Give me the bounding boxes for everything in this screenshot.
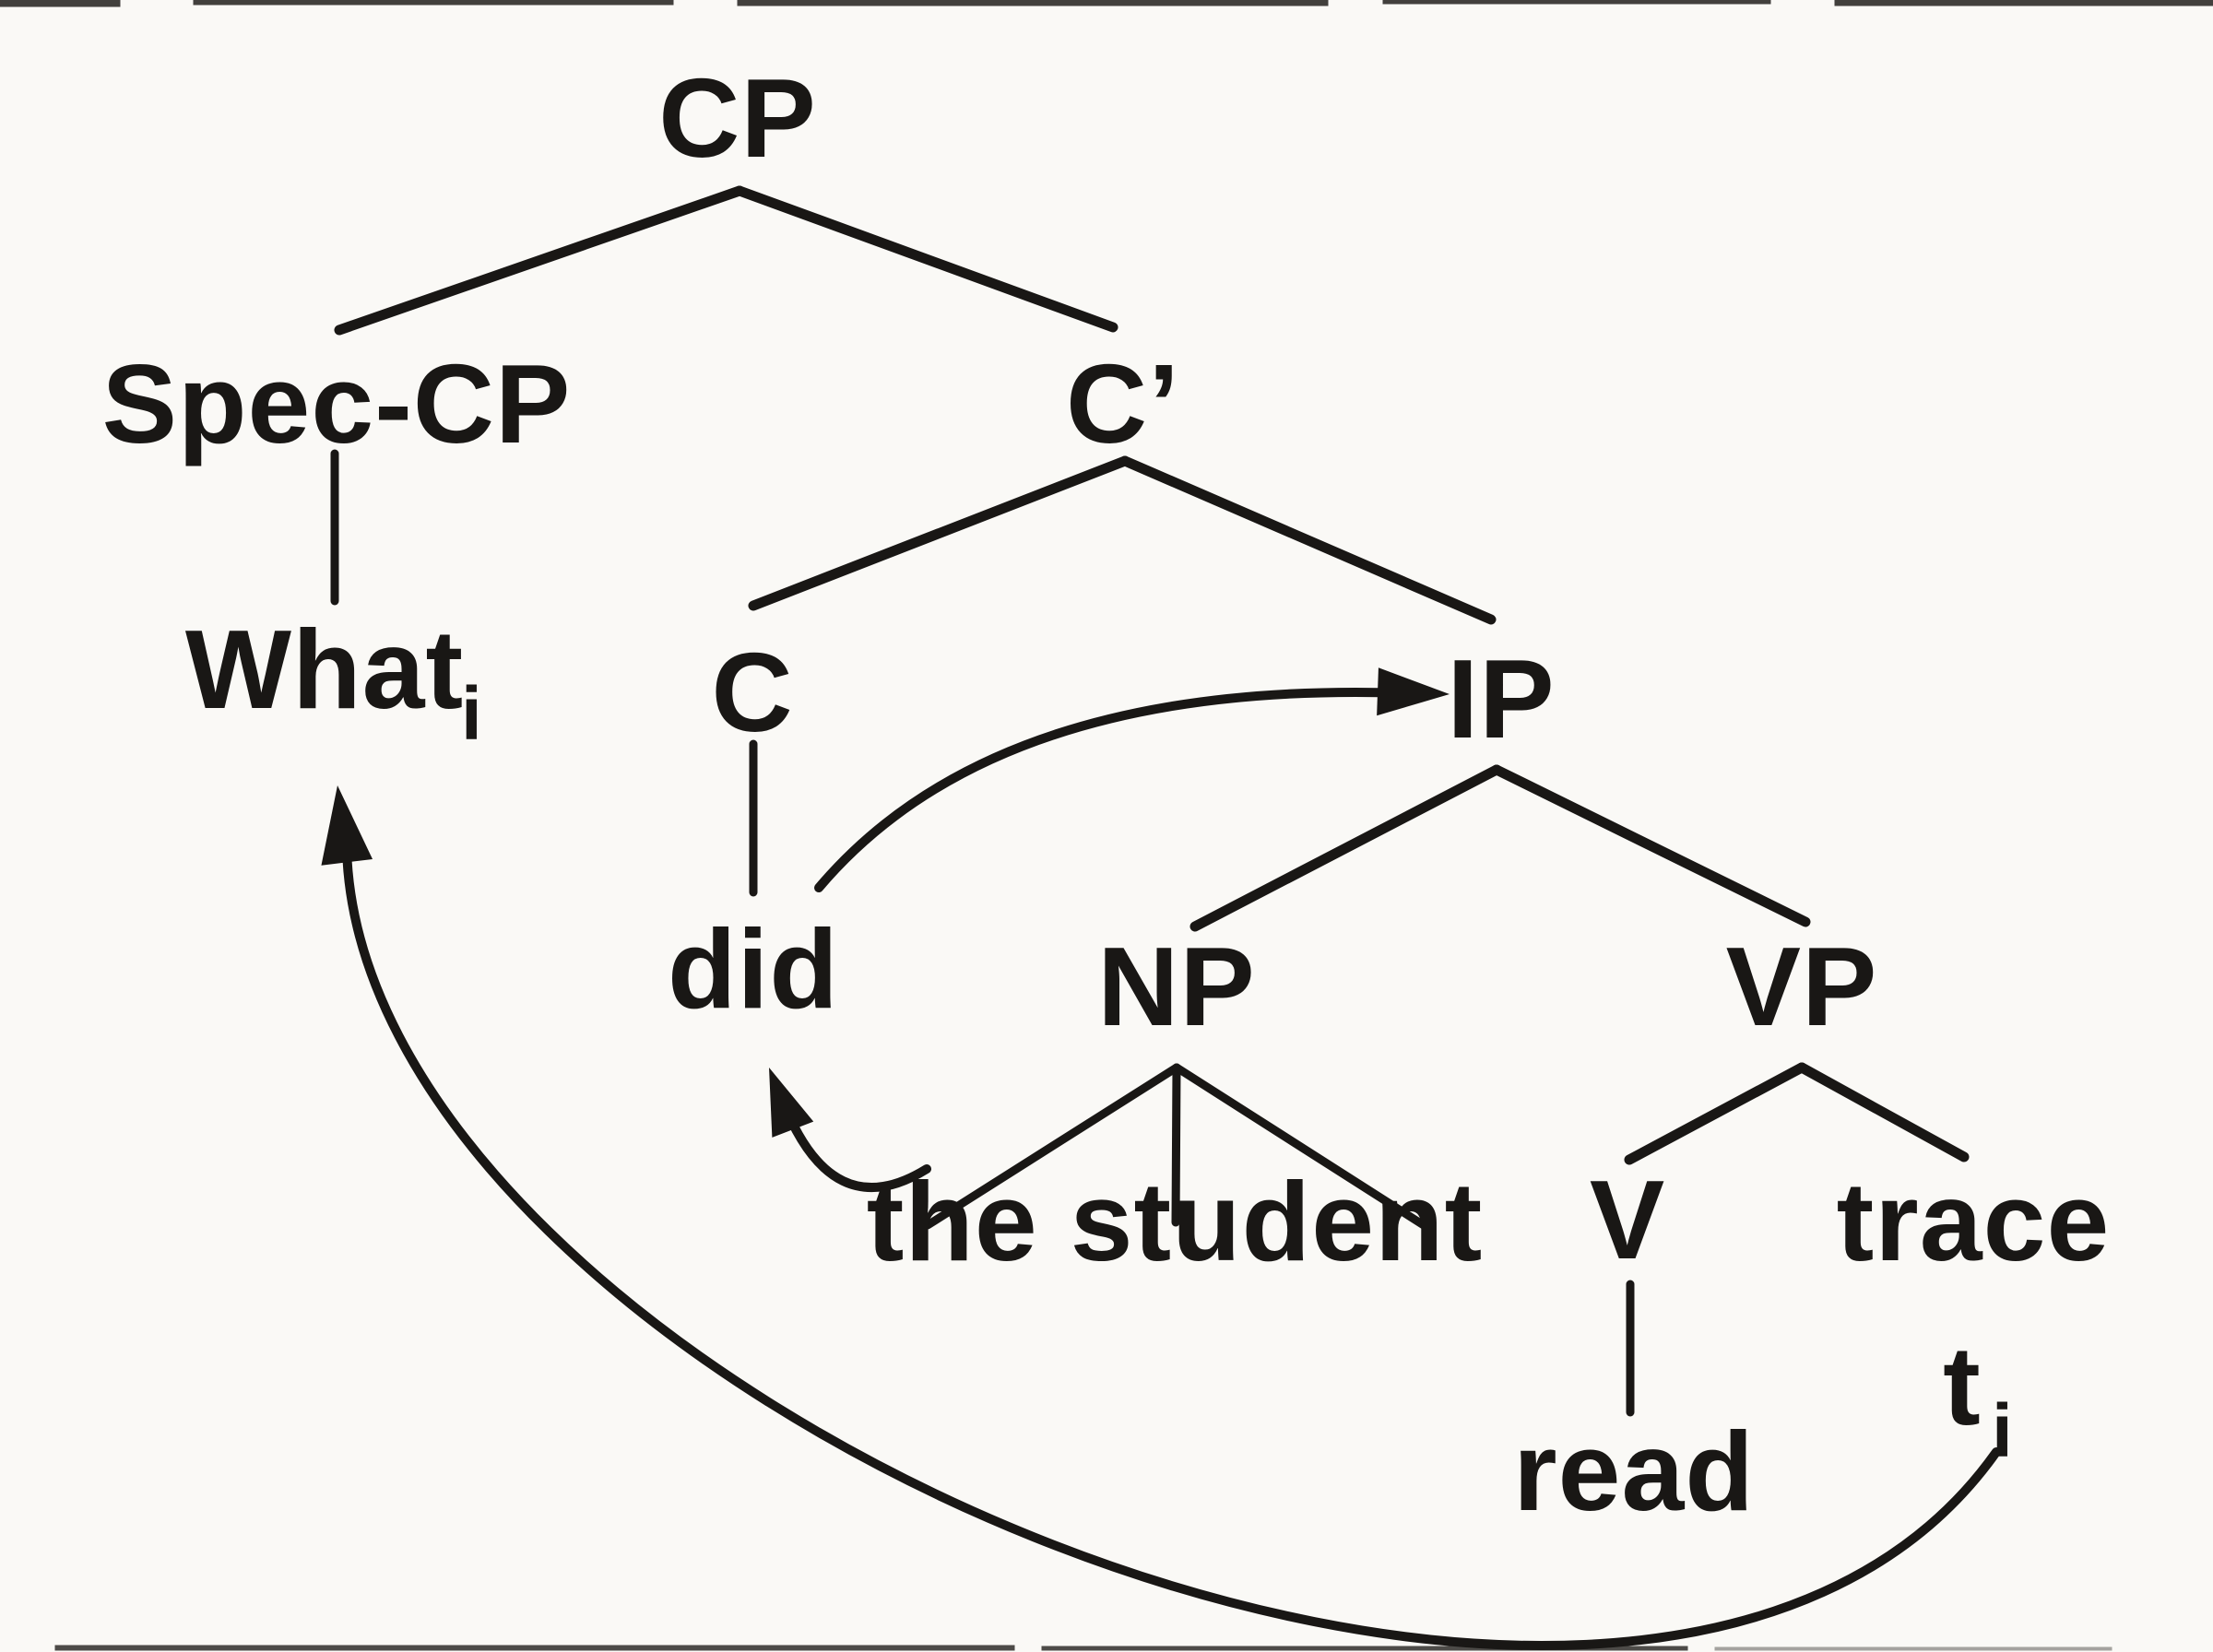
edge-vp-v	[1624, 1062, 1807, 1165]
node-what-base: What	[185, 607, 464, 732]
scan-artifact-bottom-edge	[54, 1645, 2112, 1651]
node-cp: CP	[658, 55, 816, 181]
terminal-t-subscript: i	[1992, 1389, 2013, 1473]
node-np: NP	[1097, 924, 1255, 1049]
movement-arrow-student-to-did	[769, 1068, 931, 1193]
node-c: C	[711, 630, 793, 755]
node-vp: VP	[1726, 924, 1878, 1049]
edge-np-triangle-right	[1172, 1063, 1431, 1232]
terminal-read: read	[1513, 1409, 1755, 1534]
terminal-t-base: t	[1943, 1323, 1982, 1448]
edge-cp-cbar	[734, 185, 1118, 333]
terminal-t-i: t i	[1943, 1323, 2013, 1473]
edge-np-triangle-left	[923, 1063, 1181, 1230]
edge-cbar-ip	[1119, 455, 1497, 625]
movement-arrow-did-to-ip	[814, 667, 1450, 892]
terminal-did: did	[668, 906, 839, 1032]
edge-vp-trace	[1796, 1062, 1970, 1162]
terminal-the-student: the student	[867, 1159, 1483, 1284]
node-spec-cp: Spec-CP	[102, 341, 572, 466]
node-what-subscript: i	[461, 672, 482, 756]
edge-cp-speccp	[334, 185, 745, 336]
node-v: V	[1590, 1157, 1665, 1282]
edge-ip-np	[1189, 764, 1502, 932]
movement-arrow-trace-to-what	[321, 785, 2001, 1650]
edge-np-triangle-middle	[1171, 1063, 1181, 1227]
node-trace: trace	[1837, 1159, 2111, 1284]
edge-cbar-c	[748, 455, 1130, 611]
node-ip: IP	[1447, 636, 1555, 761]
node-c-bar: C’	[1066, 341, 1180, 466]
node-what-i: What i	[185, 607, 482, 756]
scan-artifact-top-edge	[0, 0, 2213, 7]
edge-ip-vp	[1491, 764, 1811, 927]
